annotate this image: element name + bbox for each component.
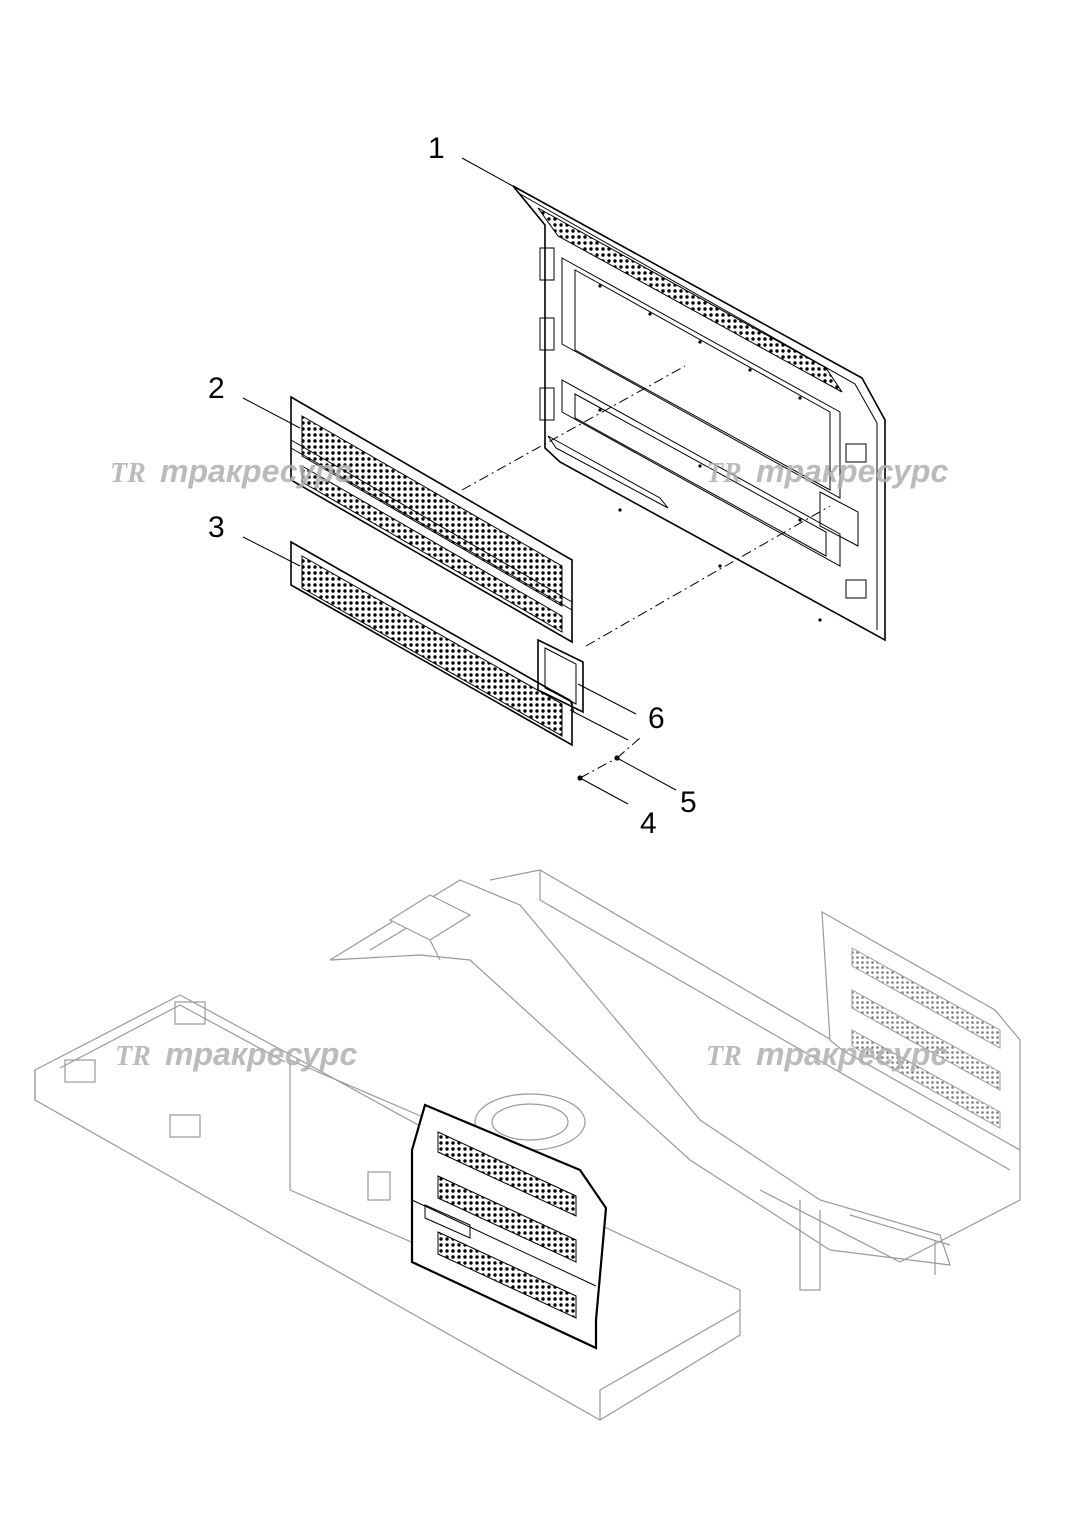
watermark-logo-icon: TR: [115, 1041, 151, 1072]
watermark-logo-icon: TR: [706, 1041, 742, 1072]
part-2-upper-mesh-panel: [290, 395, 573, 644]
part-1-door-frame: [512, 185, 886, 642]
leader-lines: [242, 157, 677, 805]
machine-frame-context: [34, 869, 1021, 1421]
watermark-logo-icon: TR: [110, 458, 146, 489]
callout-4: 4: [640, 807, 657, 840]
callout-3: 3: [208, 511, 225, 544]
watermark-bottom-right: TR тракресурс: [706, 1036, 948, 1072]
watermark-top-left: TR тракресурс: [110, 453, 352, 489]
callout-1: 1: [428, 132, 445, 165]
callout-2: 2: [208, 372, 225, 405]
watermark-logo-icon: TR: [706, 458, 742, 489]
part-3-lower-mesh-panel: [290, 540, 573, 747]
watermark-text: тракресурс: [756, 453, 948, 489]
watermark-text: тракресурс: [756, 1036, 948, 1072]
watermark-top-right: TR тракресурс: [706, 453, 948, 489]
assembly-lines: [461, 365, 831, 779]
callout-5: 5: [680, 786, 697, 819]
callout-6: 6: [648, 702, 665, 735]
watermark-text: тракресурс: [165, 1036, 357, 1072]
watermark-bottom-left: TR тракресурс: [115, 1036, 357, 1072]
watermark-text: тракресурс: [160, 453, 352, 489]
part-6-bracket: [537, 638, 584, 714]
